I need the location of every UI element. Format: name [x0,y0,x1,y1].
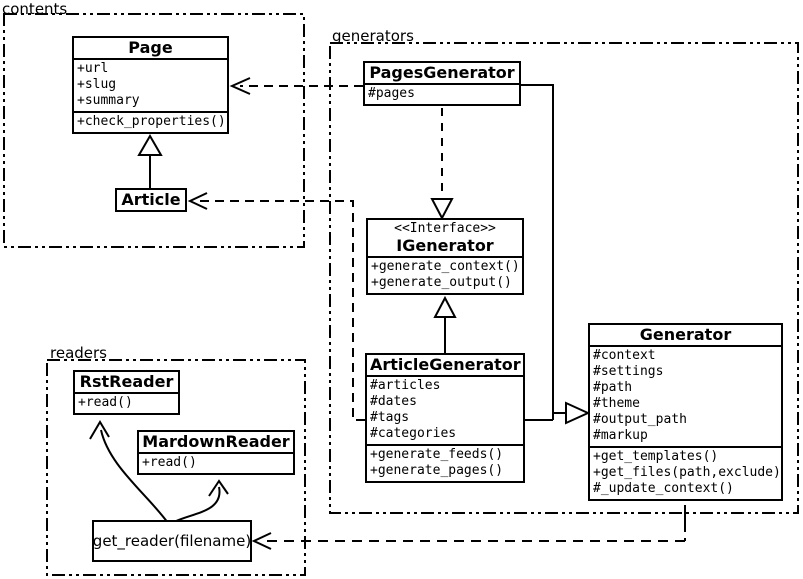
method: +check_properties() [77,114,226,129]
class-rstreader-title: RstReader [79,372,174,391]
interface-igenerator-methods: +generate_context() +generate_output() [368,256,522,293]
class-page-methods: +check_properties() [74,111,227,132]
class-pagesgenerator-attributes: #pages [365,83,519,104]
attribute: #path [593,380,633,395]
attribute: #articles [370,378,441,393]
class-article-title: Article [121,190,181,209]
edge-getreader-to-markdownreader [173,479,229,523]
class-page-title: Page [128,38,173,57]
attribute: +url [77,61,109,76]
class-articlegenerator-title: ArticleGenerator [370,355,521,374]
edge-article-to-page [137,134,163,188]
attribute: #tags [370,410,410,425]
class-generator-attributes: #context #settings #path #theme #output_… [590,345,781,446]
interface-igenerator: <<Interface>> IGenerator +generate_conte… [366,218,524,295]
class-rstreader: RstReader +read() [73,370,180,415]
class-articlegenerator: ArticleGenerator #articles #dates #tags … [365,353,525,483]
method: +generate_feeds() [370,447,504,462]
edge-generator-to-getreader [251,505,686,550]
class-markdownreader-methods: +read() [139,452,293,473]
attribute: #pages [368,86,415,101]
method: +read() [142,455,197,470]
edge-pagesgenerator-to-igenerator [430,108,454,221]
edge-articlegenerator-to-article [187,192,365,421]
class-page-attributes: +url +slug +summary [74,58,227,111]
class-generator: Generator #context #settings #path #them… [588,323,783,501]
method: +generate_output() [371,275,512,290]
package-readers-border [46,359,306,576]
method: +generate_pages() [370,463,504,478]
attribute: #settings [593,364,664,379]
attribute: +slug [77,77,117,92]
edge-articlegenerator-to-igenerator [433,295,457,353]
attribute: #theme [593,396,640,411]
package-label-readers: readers [50,344,107,362]
method: +read() [78,395,133,410]
package-label-generators: generators [332,27,414,45]
edge-getreader-to-rstreader [89,420,169,524]
edge-pagesgenerator-to-page [229,77,363,95]
edge-generators-to-generator [521,84,591,425]
class-markdownreader-title: MardownReader [142,432,290,451]
method: +get_templates() [593,449,719,464]
class-markdownreader: MardownReader +read() [137,430,295,475]
method: +get_files(path,exclude) [593,465,781,480]
package-label-contents: contents [2,0,68,18]
class-rstreader-methods: +read() [75,392,178,413]
class-article: Article [115,188,187,212]
attribute: #context [593,348,656,363]
class-generator-title: Generator [639,325,732,344]
attribute: #output_path [593,412,687,427]
attribute: #markup [593,428,648,443]
class-pagesgenerator: PagesGenerator #pages [363,61,521,106]
function-get-reader: get_reader(filename) [92,520,252,562]
class-generator-methods: +get_templates() +get_files(path,exclude… [590,446,781,499]
method: #_update_context() [593,481,734,496]
interface-igenerator-title: IGenerator [396,236,494,255]
class-articlegenerator-attributes: #articles #dates #tags #categories [367,375,523,444]
method: +generate_context() [371,259,520,274]
interface-stereotype: <<Interface>> [394,221,496,236]
attribute: +summary [77,93,140,108]
function-get-reader-label: get_reader(filename) [92,532,252,550]
attribute: #categories [370,426,457,441]
class-articlegenerator-methods: +generate_feeds() +generate_pages() [367,444,523,481]
class-page: Page +url +slug +summary +check_properti… [72,36,229,134]
class-pagesgenerator-title: PagesGenerator [369,63,515,82]
package-contents-border [3,13,305,248]
package-generators-border [329,42,799,514]
attribute: #dates [370,394,417,409]
